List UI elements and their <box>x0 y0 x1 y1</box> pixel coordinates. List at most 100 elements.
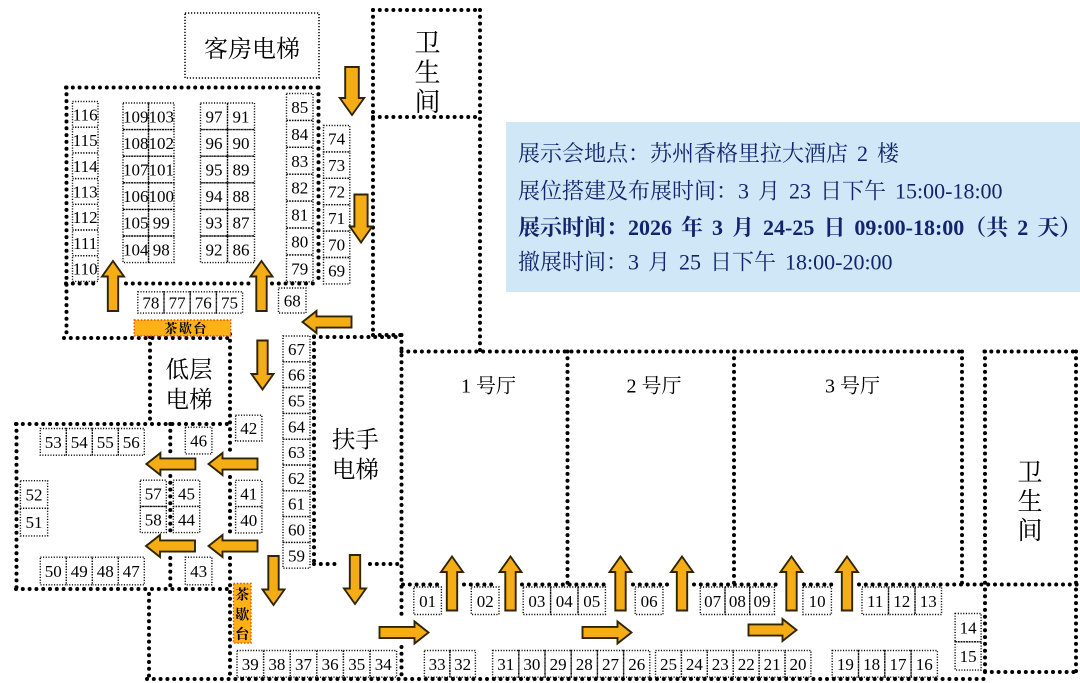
svg-text:68: 68 <box>284 292 301 311</box>
svg-text:56: 56 <box>123 433 140 452</box>
svg-text:45: 45 <box>178 484 195 503</box>
svg-text:卫: 卫 <box>1017 460 1042 487</box>
svg-text:60: 60 <box>288 521 305 540</box>
svg-text:87: 87 <box>233 214 251 233</box>
svg-text:06: 06 <box>641 592 658 611</box>
svg-text:73: 73 <box>328 156 345 175</box>
svg-text:2 号厅: 2 号厅 <box>627 375 682 398</box>
svg-text:111: 111 <box>73 234 97 253</box>
svg-text:歇: 歇 <box>235 606 249 623</box>
svg-text:22: 22 <box>738 655 755 674</box>
svg-text:扶手: 扶手 <box>332 427 379 454</box>
svg-text:52: 52 <box>26 486 43 505</box>
svg-text:24: 24 <box>686 655 704 674</box>
svg-text:3 号厅: 3 号厅 <box>825 375 880 398</box>
svg-text:13: 13 <box>920 592 937 611</box>
svg-text:44: 44 <box>178 511 196 530</box>
svg-text:35: 35 <box>348 655 365 674</box>
svg-text:86: 86 <box>233 240 250 259</box>
svg-text:42: 42 <box>240 419 257 438</box>
svg-text:15: 15 <box>960 647 977 666</box>
svg-text:61: 61 <box>288 495 305 514</box>
svg-text:23: 23 <box>712 655 729 674</box>
svg-text:100: 100 <box>148 187 174 206</box>
svg-text:54: 54 <box>71 433 89 452</box>
svg-text:27: 27 <box>602 655 620 674</box>
svg-text:07: 07 <box>704 592 722 611</box>
svg-text:37: 37 <box>295 655 313 674</box>
svg-text:14: 14 <box>960 619 978 638</box>
svg-text:93: 93 <box>206 214 223 233</box>
svg-text:53: 53 <box>45 433 62 452</box>
svg-text:09: 09 <box>754 592 771 611</box>
svg-text:59: 59 <box>288 546 305 565</box>
svg-text:105: 105 <box>123 214 149 233</box>
svg-text:19: 19 <box>837 655 854 674</box>
svg-text:102: 102 <box>148 134 174 153</box>
svg-text:51: 51 <box>26 513 43 532</box>
svg-text:茶歇台: 茶歇台 <box>164 321 208 336</box>
svg-text:96: 96 <box>206 134 223 153</box>
svg-text:71: 71 <box>328 209 345 228</box>
svg-text:82: 82 <box>291 179 308 198</box>
svg-text:114: 114 <box>73 157 98 176</box>
svg-text:50: 50 <box>45 562 62 581</box>
svg-text:78: 78 <box>142 293 159 312</box>
svg-text:客房电梯: 客房电梯 <box>204 36 300 63</box>
svg-text:展位搭建及布展时间：3 月 23 日下午 15:00-18:: 展位搭建及布展时间：3 月 23 日下午 15:00-18:00 <box>518 179 1003 204</box>
svg-text:低层: 低层 <box>166 357 213 384</box>
svg-text:77: 77 <box>169 293 187 312</box>
svg-text:卫: 卫 <box>414 29 440 58</box>
svg-text:69: 69 <box>328 262 345 281</box>
svg-text:90: 90 <box>233 134 250 153</box>
svg-text:101: 101 <box>148 161 174 180</box>
svg-text:66: 66 <box>288 366 305 385</box>
svg-text:94: 94 <box>206 187 224 206</box>
svg-text:电梯: 电梯 <box>166 386 213 413</box>
svg-text:展示会地点：苏州香格里拉大酒店 2 楼: 展示会地点：苏州香格里拉大酒店 2 楼 <box>518 141 900 166</box>
svg-text:29: 29 <box>550 655 567 674</box>
svg-text:展示时间：2026 年 3 月 24-25 日 09:00-: 展示时间：2026 年 3 月 24-25 日 09:00-18:00（共 2 … <box>518 215 1080 240</box>
svg-text:89: 89 <box>233 161 250 180</box>
svg-text:11: 11 <box>867 592 883 611</box>
svg-text:83: 83 <box>291 152 308 171</box>
svg-text:48: 48 <box>97 562 114 581</box>
svg-text:05: 05 <box>583 592 600 611</box>
svg-text:间: 间 <box>1017 517 1042 545</box>
svg-text:台: 台 <box>235 626 250 643</box>
svg-text:撤展时间：3 月 25 日下午 18:00-20:00: 撤展时间：3 月 25 日下午 18:00-20:00 <box>518 250 893 275</box>
svg-text:43: 43 <box>190 562 207 581</box>
svg-text:18: 18 <box>863 655 880 674</box>
svg-text:74: 74 <box>328 130 346 149</box>
svg-text:41: 41 <box>240 484 257 503</box>
svg-text:17: 17 <box>890 655 908 674</box>
svg-text:110: 110 <box>73 260 98 279</box>
svg-text:103: 103 <box>148 107 174 126</box>
svg-text:63: 63 <box>288 443 305 462</box>
svg-text:34: 34 <box>375 655 393 674</box>
svg-text:62: 62 <box>288 469 305 488</box>
svg-text:55: 55 <box>97 433 114 452</box>
svg-text:64: 64 <box>288 417 306 436</box>
svg-text:80: 80 <box>291 232 308 251</box>
svg-text:116: 116 <box>73 105 98 124</box>
svg-text:12: 12 <box>893 592 910 611</box>
svg-text:40: 40 <box>240 511 257 530</box>
svg-text:65: 65 <box>288 392 305 411</box>
svg-text:02: 02 <box>477 592 494 611</box>
svg-text:33: 33 <box>429 655 446 674</box>
svg-text:92: 92 <box>206 240 223 259</box>
svg-text:08: 08 <box>729 592 746 611</box>
svg-text:115: 115 <box>73 131 98 150</box>
svg-text:20: 20 <box>790 655 807 674</box>
svg-text:67: 67 <box>288 340 306 359</box>
svg-text:88: 88 <box>233 187 250 206</box>
svg-text:生: 生 <box>1017 488 1042 516</box>
svg-text:99: 99 <box>153 214 170 233</box>
svg-text:32: 32 <box>454 655 471 674</box>
svg-text:46: 46 <box>190 432 207 451</box>
svg-text:70: 70 <box>328 235 345 254</box>
svg-text:72: 72 <box>328 183 345 202</box>
svg-text:28: 28 <box>576 655 593 674</box>
svg-text:85: 85 <box>291 98 308 117</box>
